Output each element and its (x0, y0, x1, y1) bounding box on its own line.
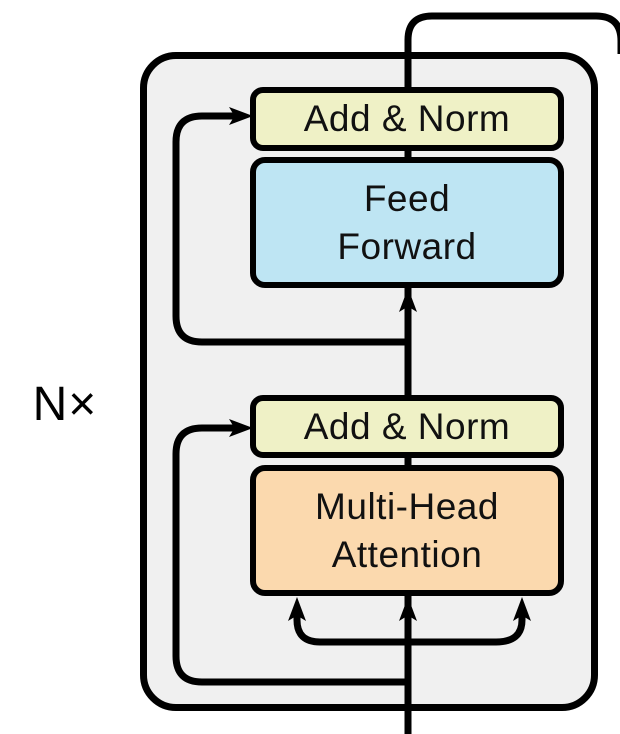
feed-forward-label-line2: Forward (337, 225, 477, 267)
qkv-split-arrows (293, 614, 526, 646)
multi-head-attention-label-line1: Multi-Head (315, 485, 499, 527)
feed-forward-box: Feed Forward (250, 157, 564, 288)
multi-head-attention-box: Multi-Head Attention (250, 465, 564, 596)
arrowhead-qkv-center (399, 597, 417, 621)
arrowhead-upper-residual (229, 107, 253, 125)
residual-connection-lower (172, 424, 411, 686)
arrowhead-lower-residual (229, 419, 253, 437)
arrowhead-qkv-right (513, 597, 531, 621)
multi-head-attention-label-line2: Attention (331, 533, 483, 575)
residual-connection-upper (172, 112, 411, 346)
arrowhead-qkv-left (288, 597, 306, 621)
arrowhead-feed-forward-input (399, 288, 417, 312)
add-norm-top-box: Add & Norm (250, 87, 564, 151)
add-norm-bottom-label: Add & Norm (303, 405, 511, 447)
add-norm-bottom-box: Add & Norm (250, 395, 564, 458)
feed-forward-label-line1: Feed (363, 177, 451, 219)
repeat-count-label: N× (32, 377, 98, 431)
add-norm-top-label: Add & Norm (303, 98, 511, 139)
